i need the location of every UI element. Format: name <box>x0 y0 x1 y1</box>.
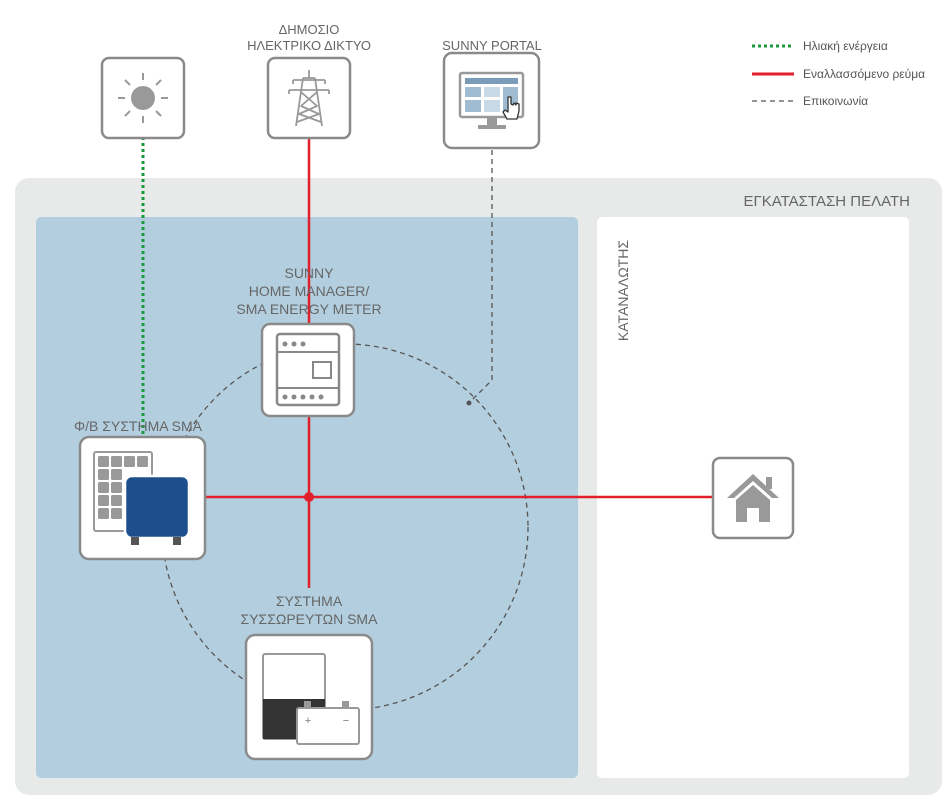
battery-label-line1: ΣΥΣΤΗΜΑ <box>276 593 343 609</box>
portal-communication-line <box>468 150 493 404</box>
legend-solar-label: Ηλιακή ενέργεια <box>803 39 888 53</box>
battery-plus-sign: + <box>305 715 311 727</box>
portal-label: SUNNY PORTAL <box>442 38 542 53</box>
meter-label-line2: HOME MANAGER/ <box>249 283 370 299</box>
battery-label-line2: ΣΥΣΣΩΡΕΥΤΩΝ SMA <box>241 611 379 627</box>
pv-system-box <box>78 435 207 561</box>
communication-ring <box>161 343 529 711</box>
battery-system-box: + − <box>244 633 374 761</box>
portal-box <box>442 51 541 150</box>
cursor-hand-icon <box>502 96 520 120</box>
battery-minus-sign: − <box>343 715 349 727</box>
grid-label-line1: ΔΗΜΟΣΙΟ <box>279 22 340 37</box>
sun-box <box>100 56 186 140</box>
grid-label-line2: ΗΛΕΚΤΡΙΚΟ ΔΙΚΤΥΟ <box>247 38 371 53</box>
legend: Ηλιακή ενέργεια Εναλλασσόμενο ρεύμα Επικ… <box>752 39 925 108</box>
pv-system-label: Φ/Β ΣΥΣΤΗΜΑ SMA <box>74 418 203 434</box>
power-pylon-icon <box>288 70 330 127</box>
house-box <box>711 456 795 540</box>
meter-label-line3: SMA ENERGY METER <box>236 301 381 317</box>
communication-junction <box>466 400 472 406</box>
consumer-label: ΚΑΤΑΝΑΛΩΤΗΣ <box>615 240 631 341</box>
legend-ac-label: Εναλλασσόμενο ρεύμα <box>803 67 925 81</box>
ac-junction <box>304 492 314 502</box>
meter-label-line1: SUNNY <box>284 265 334 281</box>
energy-meter-box <box>260 322 356 418</box>
installation-label: ΕΓΚΑΤΑΣΤΑΣΗ ΠΕΛΑΤΗ <box>743 193 910 210</box>
battery-icon: + − <box>296 701 360 745</box>
legend-comm-label: Επικοινωνία <box>803 94 868 108</box>
grid-box <box>266 56 352 140</box>
house-icon <box>727 474 779 522</box>
inverter-icon <box>123 474 191 545</box>
sun-icon <box>118 73 168 123</box>
energy-meter-icon <box>275 332 341 407</box>
